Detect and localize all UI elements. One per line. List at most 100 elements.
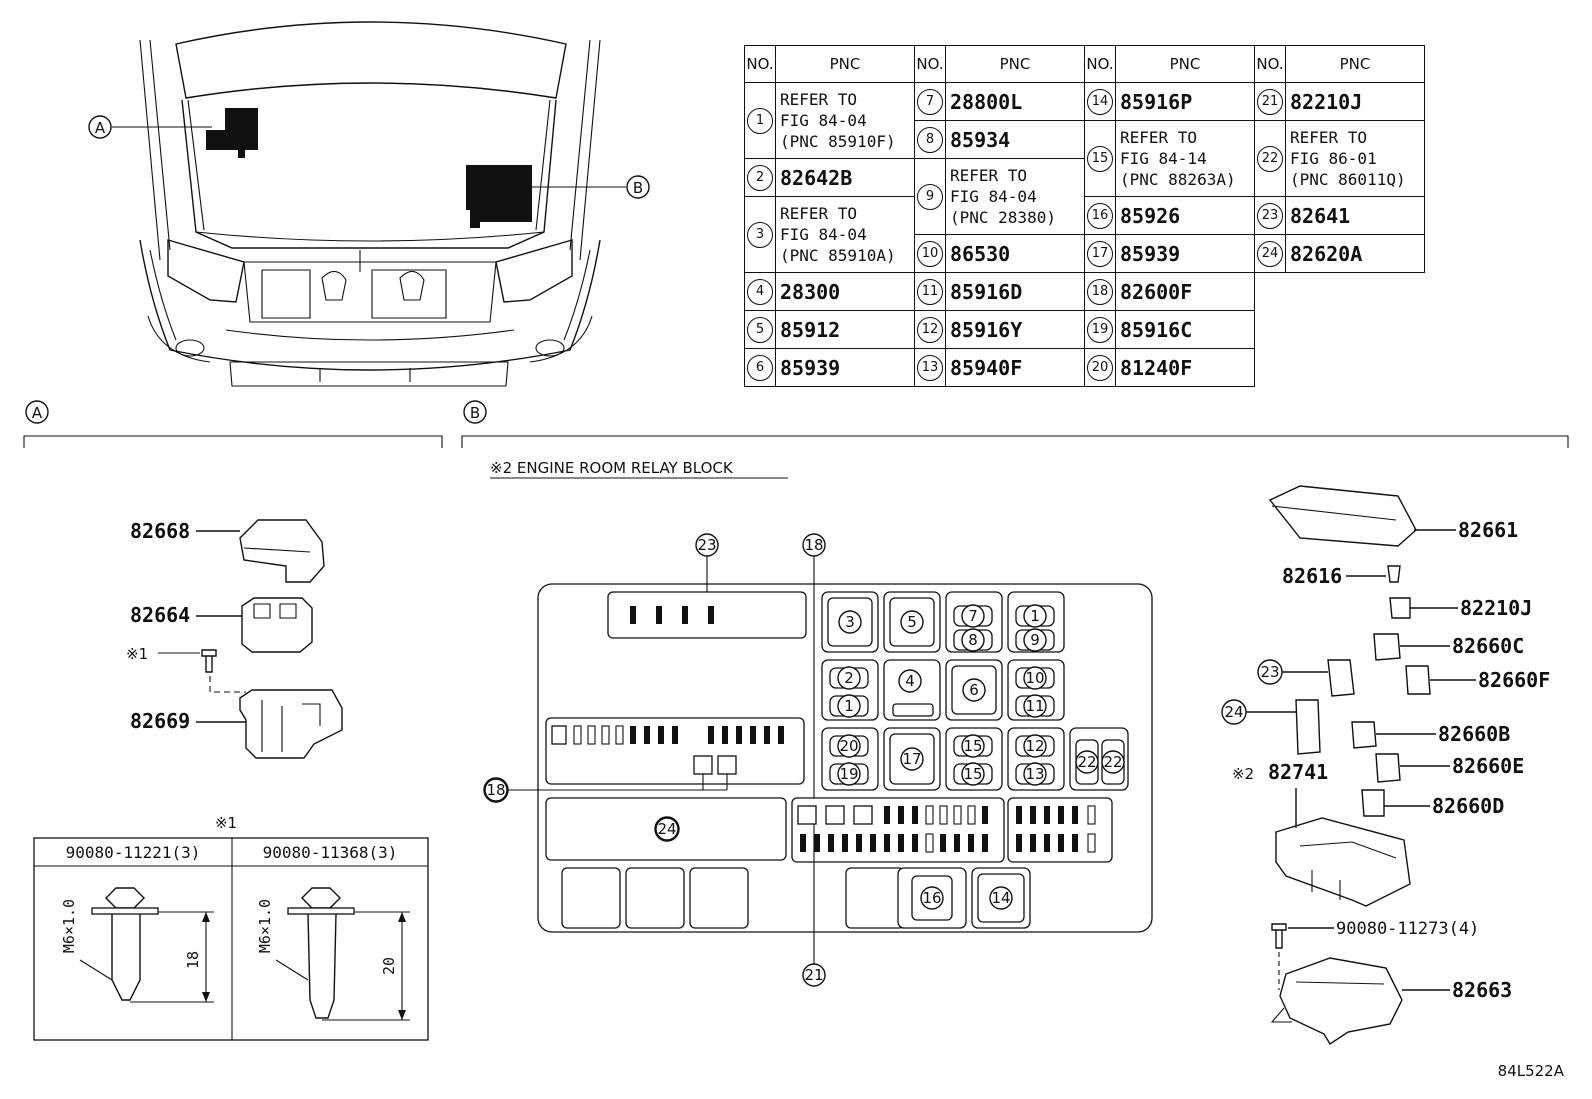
block-circle-label: 15: [963, 765, 982, 783]
pnc-row-value: 28800L: [945, 82, 1085, 121]
relay-82660d-shape: [1361, 789, 1385, 817]
pnc-row-value: 85926: [1115, 196, 1255, 235]
pnc-row-number: 13: [914, 348, 946, 387]
bolt-11221-thread: M6×1.0: [60, 899, 78, 953]
block-circle-label: 6: [969, 681, 979, 699]
block-circle-label: 19: [839, 765, 858, 783]
tray-82663-shape: [1279, 957, 1403, 1045]
block-circle: [898, 669, 922, 693]
number-circle: 14: [1087, 88, 1113, 115]
part-82741-ref: ※2: [1232, 765, 1254, 783]
vehicle-front-view: A B: [88, 21, 650, 387]
block-circle: [900, 610, 924, 634]
block-circle: [900, 747, 924, 771]
empty-cell: [1255, 273, 1425, 387]
block-circle-label: 22: [1077, 753, 1096, 771]
block-23-slot: [607, 591, 807, 639]
block-circle-label: 17: [902, 750, 921, 768]
block-circle: [961, 604, 985, 628]
block-circle-label: 15: [963, 737, 982, 755]
part-82660d-label: 82660D: [1432, 794, 1504, 818]
block-circle-label: 23: [697, 536, 716, 554]
pnc-row-number: 11: [914, 272, 946, 311]
bolt-11368-length: 20: [380, 957, 398, 975]
block-circle-label: 24: [657, 820, 676, 838]
part-90080-11273-label: 90080-11273(4): [1336, 919, 1479, 939]
callout-a-label: A: [95, 119, 106, 137]
bolt-11368-thread: M6×1.0: [256, 899, 274, 953]
block-circle-label: 5: [907, 613, 917, 631]
pnc-row-value: 85940F: [945, 348, 1085, 387]
number-circle: 6: [747, 354, 773, 381]
block-circle: [1023, 694, 1047, 718]
block-circle: [1023, 628, 1047, 652]
block-circle: [837, 666, 861, 690]
block-circle-label: 7: [968, 607, 978, 625]
number-circle: 18: [1087, 278, 1113, 305]
pnc-row-number: 14: [1084, 82, 1116, 121]
pnc-row-number: 1: [744, 82, 776, 159]
part-82660b-label: 82660B: [1438, 722, 1510, 746]
block-circle: [1023, 604, 1047, 628]
block-circle-label: 2: [844, 669, 854, 687]
block-circle-label: 1: [1030, 607, 1040, 625]
block-a-location: [206, 108, 258, 158]
block-circle: [837, 694, 861, 718]
clip-82616-shape: [1387, 565, 1401, 583]
number-circle: 10: [917, 240, 943, 267]
header-pnc: PNC: [945, 45, 1085, 83]
number-circle: 17: [1087, 240, 1113, 267]
bolt-table-ref: ※1: [215, 814, 237, 832]
part-82210j-label: 82210J: [1460, 596, 1532, 620]
pnc-row-value: 82642B: [775, 158, 915, 197]
header-pnc: PNC: [775, 45, 915, 83]
block-circle-label: 3: [845, 613, 855, 631]
block-circle-label: 9: [1030, 631, 1040, 649]
pnc-row-number: 18: [1084, 272, 1116, 311]
block-b-location: [466, 165, 532, 228]
pnc-row-number: 24: [1254, 234, 1286, 273]
block-circle: [1023, 666, 1047, 690]
block-circle-label: 14: [991, 889, 1010, 907]
number-circle: 7: [917, 88, 943, 115]
number-circle: 2: [747, 164, 773, 191]
callout-a-circle: [88, 115, 112, 139]
part-82660e-label: 82660E: [1452, 754, 1524, 778]
part-82668-label: 82668: [130, 519, 190, 543]
pnc-row-number: 12: [914, 310, 946, 349]
pnc-row-number: 23: [1254, 196, 1286, 235]
pnc-row-value: 85916C: [1115, 310, 1255, 349]
pnc-row-number: 6: [744, 348, 776, 387]
bolt-11221-drawing: 18 M6×1.0: [60, 887, 214, 1003]
block-circle: [1101, 750, 1125, 774]
pnc-row-value: 85916P: [1115, 82, 1255, 121]
bolt-icon: [201, 649, 217, 673]
part-24-callout: 24: [1224, 703, 1243, 721]
pnc-row-value: 82620A: [1285, 234, 1425, 273]
block-24-part: [1295, 699, 1321, 755]
part-23-callout: 23: [1260, 663, 1279, 681]
number-circle: 19: [1087, 316, 1113, 343]
relay-82660c-shape: [1373, 633, 1401, 661]
block-circle: [837, 762, 861, 786]
number-circle: 4: [747, 278, 773, 305]
number-circle: 12: [917, 316, 943, 343]
pnc-row-number: 8: [914, 120, 946, 159]
block-circle-label: 8: [968, 631, 978, 649]
header-pnc: PNC: [1285, 45, 1425, 83]
block-circle-label: 18: [486, 781, 505, 799]
pnc-row-number: 17: [1084, 234, 1116, 273]
pnc-row-value: 82600F: [1115, 272, 1255, 311]
pnc-row-number: 7: [914, 82, 946, 121]
section-b-label: B: [470, 404, 480, 422]
block-circle-label: 22: [1103, 753, 1122, 771]
header-no: NO.: [1084, 45, 1116, 83]
block-circle: [695, 533, 719, 557]
pnc-row-value: 85939: [775, 348, 915, 387]
bolt-ref-label: ※1: [126, 645, 148, 663]
